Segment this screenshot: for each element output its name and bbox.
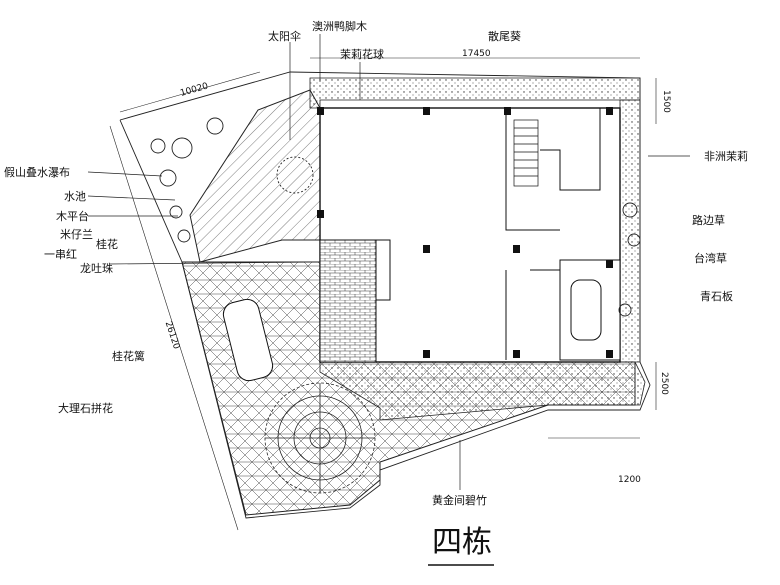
staircase	[513, 119, 539, 187]
label-pool: 水池	[64, 190, 86, 203]
lawn-car	[222, 298, 274, 382]
brick-wall	[319, 239, 377, 363]
marble-medallion	[264, 382, 376, 494]
shrubs	[150, 117, 641, 317]
label-osmanthus: 桂花	[96, 237, 118, 251]
leader-lines	[87, 34, 690, 490]
label-bluestone: 青石板	[700, 289, 733, 303]
label-red-dragon: 一串红	[44, 248, 77, 261]
interior-walls	[376, 108, 601, 360]
top-hedge-strip	[309, 77, 641, 109]
label-taiwan-grass: 台湾草	[694, 251, 727, 265]
dim-diag-left: 26120	[163, 320, 181, 351]
label-dragon-ball: 龙吐珠	[80, 261, 113, 275]
label-marble-paving: 大理石拼花	[58, 401, 113, 415]
bottom-hedge-strip	[319, 361, 646, 421]
right-hedge-strip	[619, 99, 641, 363]
dim-bottom-right: 1200	[618, 475, 641, 485]
label-osmanthus-path: 桂花篱	[112, 349, 145, 363]
label-rockery-waterfall: 假山叠水瀑布	[4, 165, 70, 179]
label-roadside-grass: 路边草	[692, 214, 725, 227]
columns	[317, 107, 613, 358]
label-sun-umbrella: 太阳伞	[268, 29, 301, 43]
dim-right-top: 1500	[661, 90, 671, 113]
label-schefflera: 澳洲鸭脚木	[312, 19, 367, 33]
dim-top-length: 17450	[462, 49, 491, 59]
label-jasmine-ball: 茉莉花球	[340, 47, 384, 61]
label-wood-deck: 木平台	[56, 209, 89, 223]
dim-right-bottom: 2500	[659, 372, 669, 395]
label-aglaia: 米仔兰	[60, 228, 93, 241]
plan-title: 四栋	[432, 525, 492, 560]
label-golden-bamboo: 黄金间碧竹	[432, 493, 487, 507]
label-african-jasmine: 非洲茉莉	[704, 149, 748, 163]
label-scattered-tail-palm: 散尾葵	[488, 29, 521, 43]
dimension-lines	[109, 57, 657, 531]
garage-car	[570, 279, 602, 341]
wood-deck-area	[189, 89, 321, 263]
site-boundary	[119, 71, 651, 519]
